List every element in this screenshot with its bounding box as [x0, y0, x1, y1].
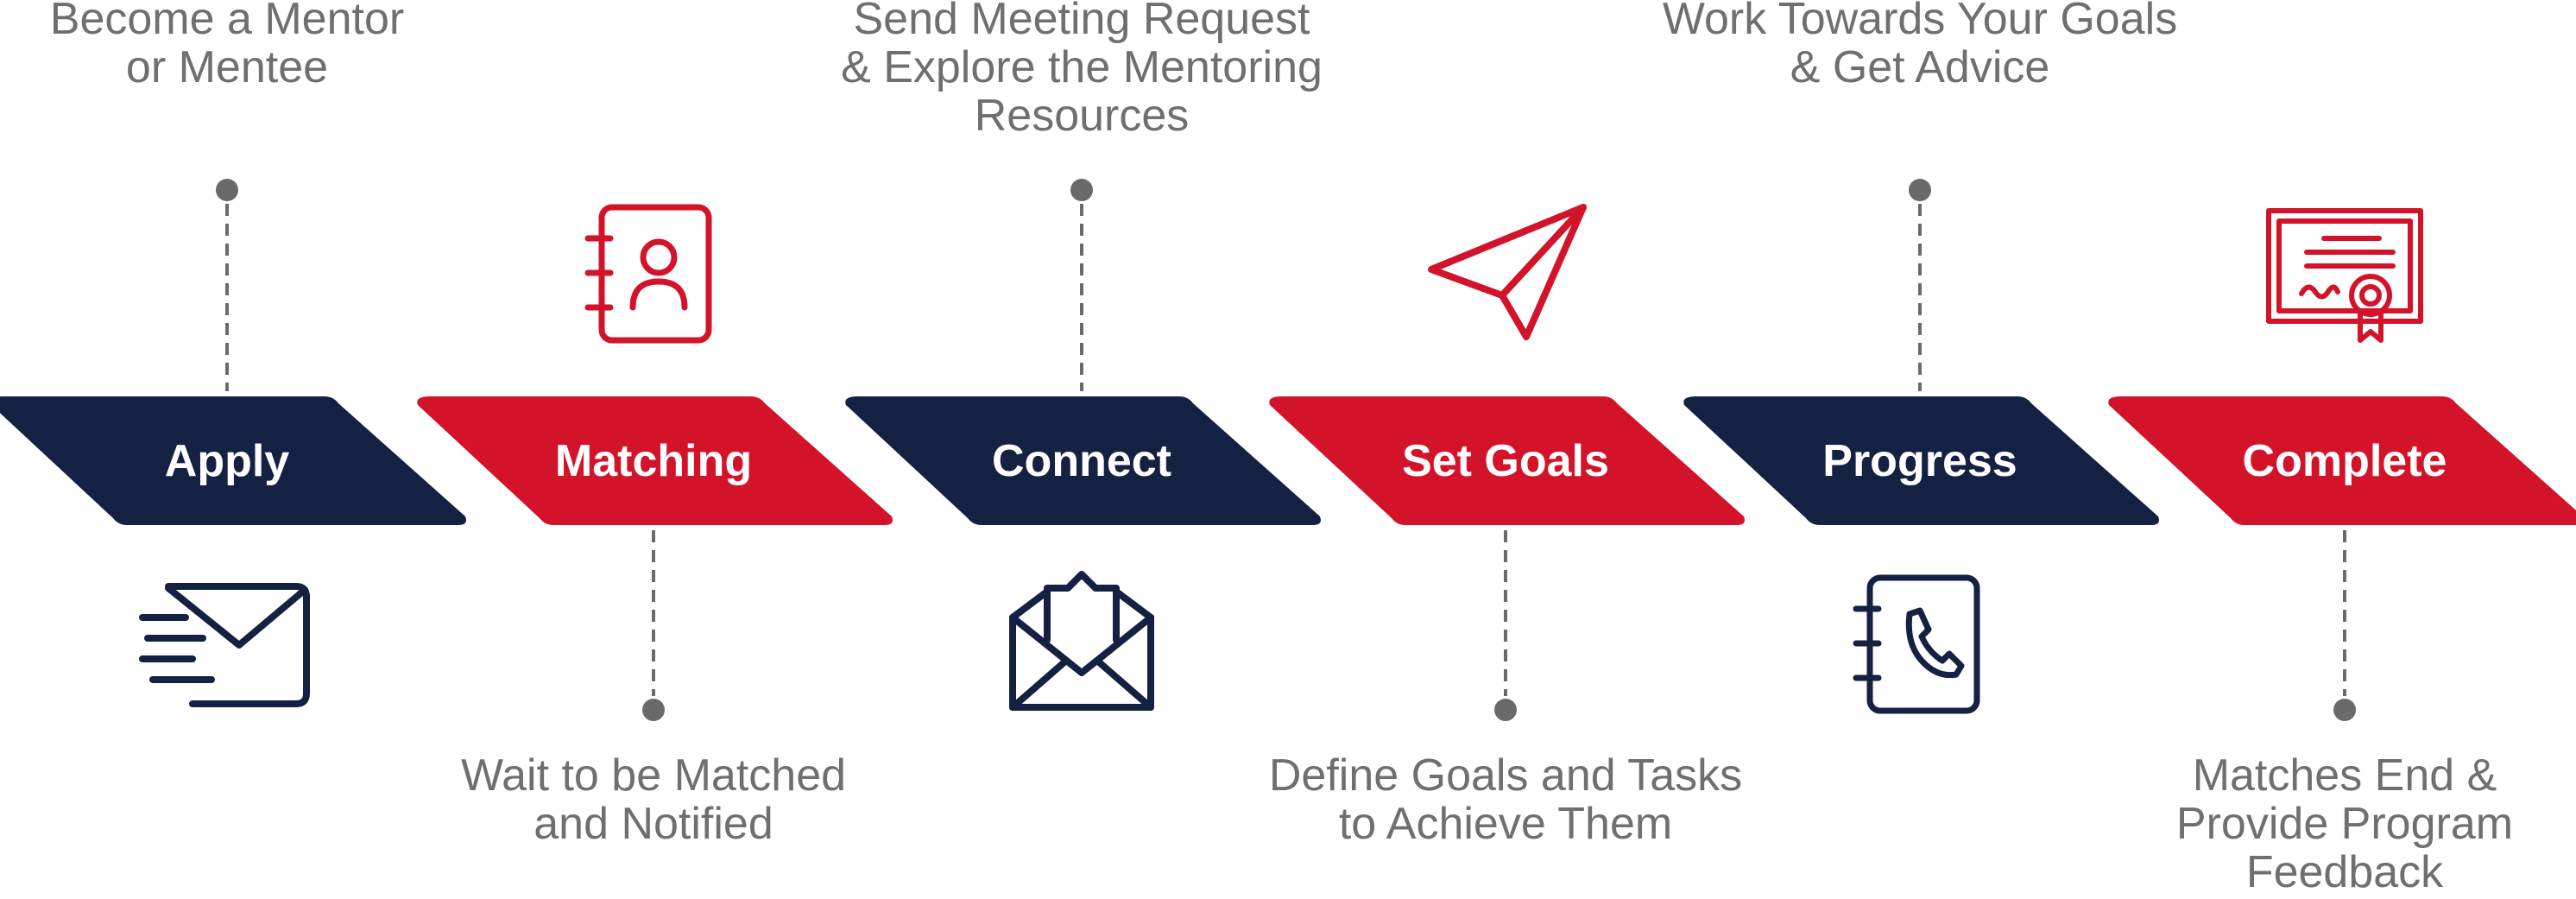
caption-line: & Explore the Mentoring: [841, 42, 1323, 92]
caption-line: & Get Advice: [1790, 42, 2050, 92]
caption-line: Resources: [974, 91, 1190, 141]
caption-line: Send Meeting Request: [853, 0, 1310, 44]
caption-line: and Notified: [534, 799, 773, 849]
step-caption: Work Towards Your Goals& Get Advice: [1644, 0, 2196, 92]
step-connect: Connect: [845, 179, 1321, 711]
step-label: Progress: [1822, 436, 2017, 486]
connector-dot: [1909, 179, 1931, 201]
caption-line: or Mentee: [125, 42, 329, 92]
step-band: [845, 396, 1321, 525]
caption-line: Wait to be Matched: [460, 750, 847, 801]
caption-line: Work Towards Your Goals: [1662, 0, 2178, 44]
step-label: Apply: [165, 436, 290, 486]
step-label: Complete: [2243, 436, 2447, 486]
step-band: [417, 396, 893, 525]
caption-line: Become a Mentor: [49, 0, 405, 44]
connector-dot: [1494, 699, 1517, 721]
step-band: [1269, 396, 1745, 525]
step-caption: Send Meeting Request& Explore the Mentor…: [805, 0, 1358, 140]
paper-plane-icon: [1428, 204, 1587, 340]
open-envelope-icon: [1009, 571, 1154, 711]
connector-dot: [216, 179, 238, 201]
step-label: Set Goals: [1402, 436, 1609, 486]
step-set-goals: Set Goals: [1269, 204, 1745, 721]
step-complete: Complete: [2108, 208, 2576, 721]
step-label: Matching: [555, 436, 752, 486]
caption-line: to Achieve Them: [1338, 799, 1673, 849]
caption-line: Provide Program: [2175, 799, 2514, 849]
certificate-icon: [2266, 208, 2423, 343]
step-apply: Apply: [0, 179, 466, 707]
step-matching: Matching: [417, 204, 893, 721]
step-band: [2108, 396, 2576, 525]
connector-dot: [642, 699, 665, 721]
caption-line: Matches End &: [2192, 750, 2497, 801]
connector-dot: [2333, 699, 2356, 721]
caption-line: Feedback: [2245, 847, 2444, 897]
caption-line: Define Goals and Tasks: [1268, 750, 1743, 801]
connector-dot: [1070, 179, 1093, 201]
step-label: Connect: [992, 436, 1171, 486]
step-progress: Progress: [1683, 179, 2159, 714]
step-band: [1683, 396, 2159, 525]
contact-book-icon: [584, 204, 712, 344]
envelope-speed-icon: [139, 583, 310, 707]
step-band: [0, 396, 466, 525]
phone-book-icon: [1853, 574, 1980, 714]
